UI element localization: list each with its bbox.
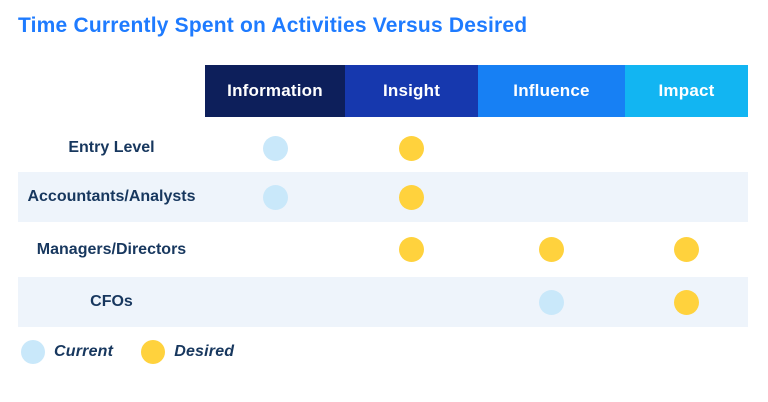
matrix-cell [205, 277, 345, 327]
table-row: Managers/Directors [18, 222, 748, 277]
matrix-cell [345, 172, 478, 222]
header-cell-insight: Insight [345, 65, 478, 117]
table-row: Entry Level [18, 124, 748, 172]
matrix-cell [478, 222, 625, 277]
desired-dot [674, 289, 699, 315]
table-row: Accountants/Analysts [18, 172, 748, 222]
matrix-cell [205, 172, 345, 222]
matrix-cell [345, 277, 478, 327]
current-dot [262, 184, 288, 210]
legend: Current Desired [21, 340, 234, 364]
matrix-cell [478, 277, 625, 327]
desired-dot [399, 184, 424, 210]
legend-item-current: Current [21, 340, 113, 364]
row-label: CFOs [90, 293, 133, 310]
matrix-cell [205, 124, 345, 172]
current-dot [539, 289, 564, 315]
header-cell-impact: Impact [625, 65, 748, 117]
desired-dot [399, 135, 424, 161]
header-cell-information: Information [205, 65, 345, 117]
current-dot [262, 135, 288, 161]
table-row: CFOs [18, 277, 748, 327]
matrix-cell [625, 222, 748, 277]
desired-dot [539, 237, 564, 262]
desired-dot [399, 237, 424, 262]
matrix-cell [478, 124, 625, 172]
row-label: Managers/Directors [36, 240, 187, 258]
matrix-cell [478, 172, 625, 222]
desired-dot [141, 340, 166, 364]
matrix-cell [625, 277, 748, 327]
legend-label: Desired [174, 343, 235, 360]
row-label: Accountants/Analysts [27, 188, 196, 205]
desired-dot [674, 237, 699, 262]
matrix-cell [625, 124, 748, 172]
chart-title: Time Currently Spent on Activities Versu… [18, 14, 528, 37]
matrix-cell [205, 222, 345, 277]
matrix-cell [345, 222, 478, 277]
matrix-cell [625, 172, 748, 222]
legend-label: Current [54, 343, 114, 360]
header-cell-influence: Influence [478, 65, 625, 117]
current-dot [21, 340, 45, 364]
legend-item-desired: Desired [141, 340, 234, 364]
row-label: Entry Level [68, 139, 155, 156]
matrix-cell [345, 124, 478, 172]
